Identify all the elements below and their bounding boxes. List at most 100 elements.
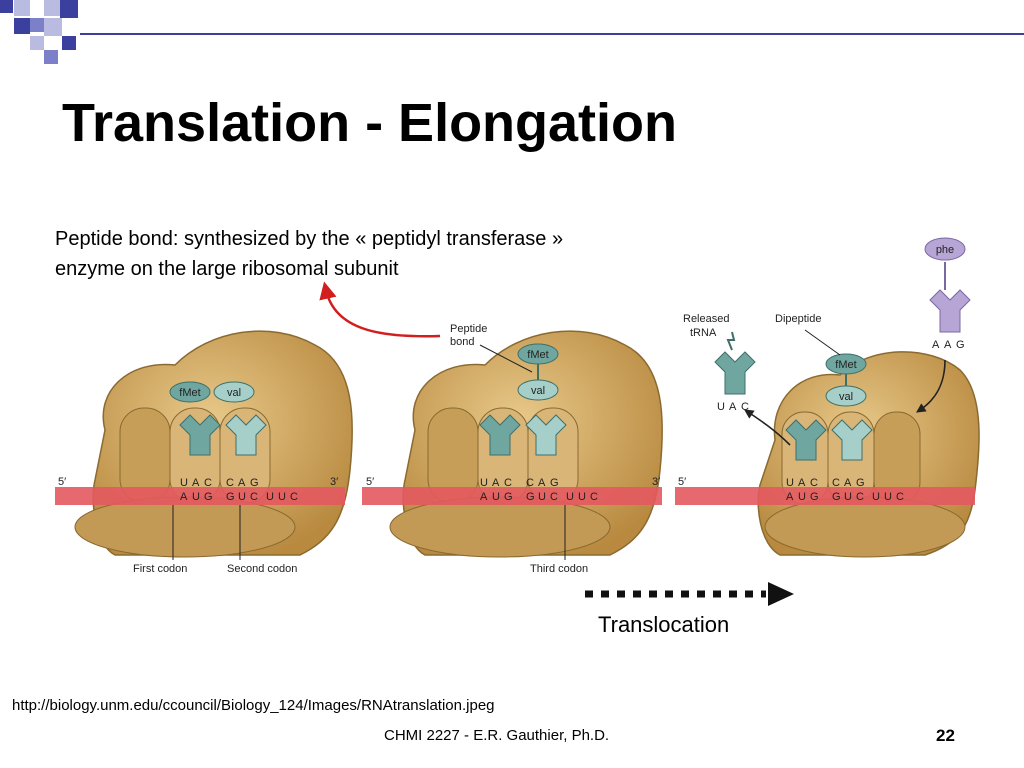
val-label-1: val: [227, 387, 241, 399]
p3-anticodon-1-3: C: [810, 477, 818, 489]
codon-1-u: U: [192, 491, 200, 503]
panel-2: [362, 330, 663, 560]
p3-anticodon-1-2: A: [798, 477, 806, 489]
p2-codon-2-u: U: [538, 491, 546, 503]
page-title: Translation - Elongation: [62, 93, 678, 153]
p3-anticodon-2-1: C: [832, 477, 840, 489]
p3-codon-1-u: U: [798, 491, 806, 503]
source-url: http://biology.unm.edu/ccouncil/Biology_…: [12, 697, 495, 714]
trna-3-a: [831, 419, 873, 461]
anticodon-2-1: C: [226, 477, 234, 489]
phe-shape: [924, 237, 966, 261]
p2-codon-3-u: U: [566, 491, 574, 503]
incoming-anticodon-1: A: [932, 339, 940, 351]
second-codon-label: Second codon: [227, 563, 297, 575]
p3-codon-1-g: G: [810, 491, 819, 503]
deco-square: [44, 18, 62, 36]
incoming-trna: [929, 289, 971, 333]
peptide-bond-label-2: bond: [450, 336, 474, 348]
deco-square: [62, 36, 76, 50]
entry-arrow: [916, 359, 946, 413]
p2-codon-1-u: U: [492, 491, 500, 503]
trna-1-a: [225, 414, 267, 456]
ribosome-2-small-subunit: [389, 496, 611, 558]
panel-1-three-prime: 3′: [330, 476, 338, 488]
dipeptide-pointer: [804, 329, 841, 356]
val-1-shape: [213, 381, 255, 403]
anticodon-1-3: C: [204, 477, 212, 489]
p3-codon-3-u: U: [872, 491, 880, 503]
deco-square: [44, 0, 60, 16]
released-trna: [714, 351, 756, 395]
peptidyl-transferase-arrow: [319, 281, 441, 338]
third-codon-label: Third codon: [530, 563, 588, 575]
p2-codon-1-a: A: [480, 491, 488, 503]
codon-1-g: G: [204, 491, 213, 503]
anticodon-2-2: A: [238, 477, 246, 489]
p3-codon-1-a: A: [786, 491, 794, 503]
ribosome-3-small-subunit: [764, 496, 966, 558]
incoming-anticodon-2: A: [944, 339, 952, 351]
codon-3-u2: U: [278, 491, 286, 503]
mrna-3: [675, 487, 975, 505]
p2-codon-2-g: G: [526, 491, 535, 503]
p3-anticodon-2-3: G: [856, 477, 865, 489]
footer-author: CHMI 2227 - E.R. Gauthier, Ph.D.: [384, 727, 610, 744]
released-anticodon-3: C: [741, 401, 749, 413]
panel-1-five-prime: 5′: [58, 476, 66, 488]
peptide-bond-label-1: Peptide: [450, 323, 487, 335]
codon-2-c: C: [250, 491, 258, 503]
translocation-arrow: [585, 582, 794, 606]
deco-square: [44, 50, 58, 64]
header-decoration: [0, 0, 1024, 64]
codon-2-u: U: [238, 491, 246, 503]
p2-anticodon-1-1: U: [480, 477, 488, 489]
translocation-label: Translocation: [598, 612, 730, 637]
p2-codon-3-c: C: [590, 491, 598, 503]
deco-square: [0, 0, 13, 13]
p3-codon-2-g: G: [832, 491, 841, 503]
deco-square: [14, 18, 30, 34]
fmet-label-1: fMet: [179, 387, 200, 399]
panel-3: [675, 237, 980, 558]
released-trna-label-2: tRNA: [690, 327, 717, 339]
panel-1: [55, 330, 353, 560]
codon-3-c: C: [290, 491, 298, 503]
dipeptide-label: Dipeptide: [775, 313, 821, 325]
codon-2-g: G: [226, 491, 235, 503]
deco-square: [14, 0, 30, 16]
phe-label: phe: [936, 244, 954, 256]
panel-2-three-prime: 3′: [652, 476, 660, 488]
p2-anticodon-2-1: C: [526, 477, 534, 489]
deco-square: [30, 18, 44, 32]
codon-3-u: U: [266, 491, 274, 503]
diagram-labels: 5′ 3′ 5′ 3′ 5′ Peptide bond Released tRN…: [58, 244, 965, 575]
trna-3-p: [785, 419, 827, 461]
first-codon-label: First codon: [133, 563, 187, 575]
codon-1-a: A: [180, 491, 188, 503]
p2-codon-3-u2: U: [578, 491, 586, 503]
page-number: 22: [936, 726, 955, 745]
description-line-1: Peptide bond: synthesized by the « pepti…: [55, 228, 564, 250]
ribosome-1-small-subunit: [74, 496, 296, 558]
val-label-2: val: [531, 385, 545, 397]
anticodon-1-1: U: [180, 477, 188, 489]
p3-codon-2-u: U: [844, 491, 852, 503]
fmet-label-2: fMet: [527, 349, 548, 361]
released-anticodon-1: U: [717, 401, 725, 413]
p2-anticodon-2-3: G: [550, 477, 559, 489]
release-arrow: [744, 409, 791, 446]
p3-codon-2-c: C: [856, 491, 864, 503]
p3-anticodon-1-1: U: [786, 477, 794, 489]
deco-square: [30, 36, 44, 50]
p3-codon-3-c: C: [896, 491, 904, 503]
released-anticodon-2: A: [729, 401, 737, 413]
fmet-1-shape: [169, 381, 211, 403]
trna-2-p: [479, 414, 521, 456]
p3-anticodon-2-2: A: [844, 477, 852, 489]
val-label-3: val: [839, 391, 853, 403]
anticodon-1-2: A: [192, 477, 200, 489]
panel-2-five-prime: 5′: [366, 476, 374, 488]
peptide-bond-pointer: [479, 344, 533, 373]
panel-3-five-prime: 5′: [678, 476, 686, 488]
